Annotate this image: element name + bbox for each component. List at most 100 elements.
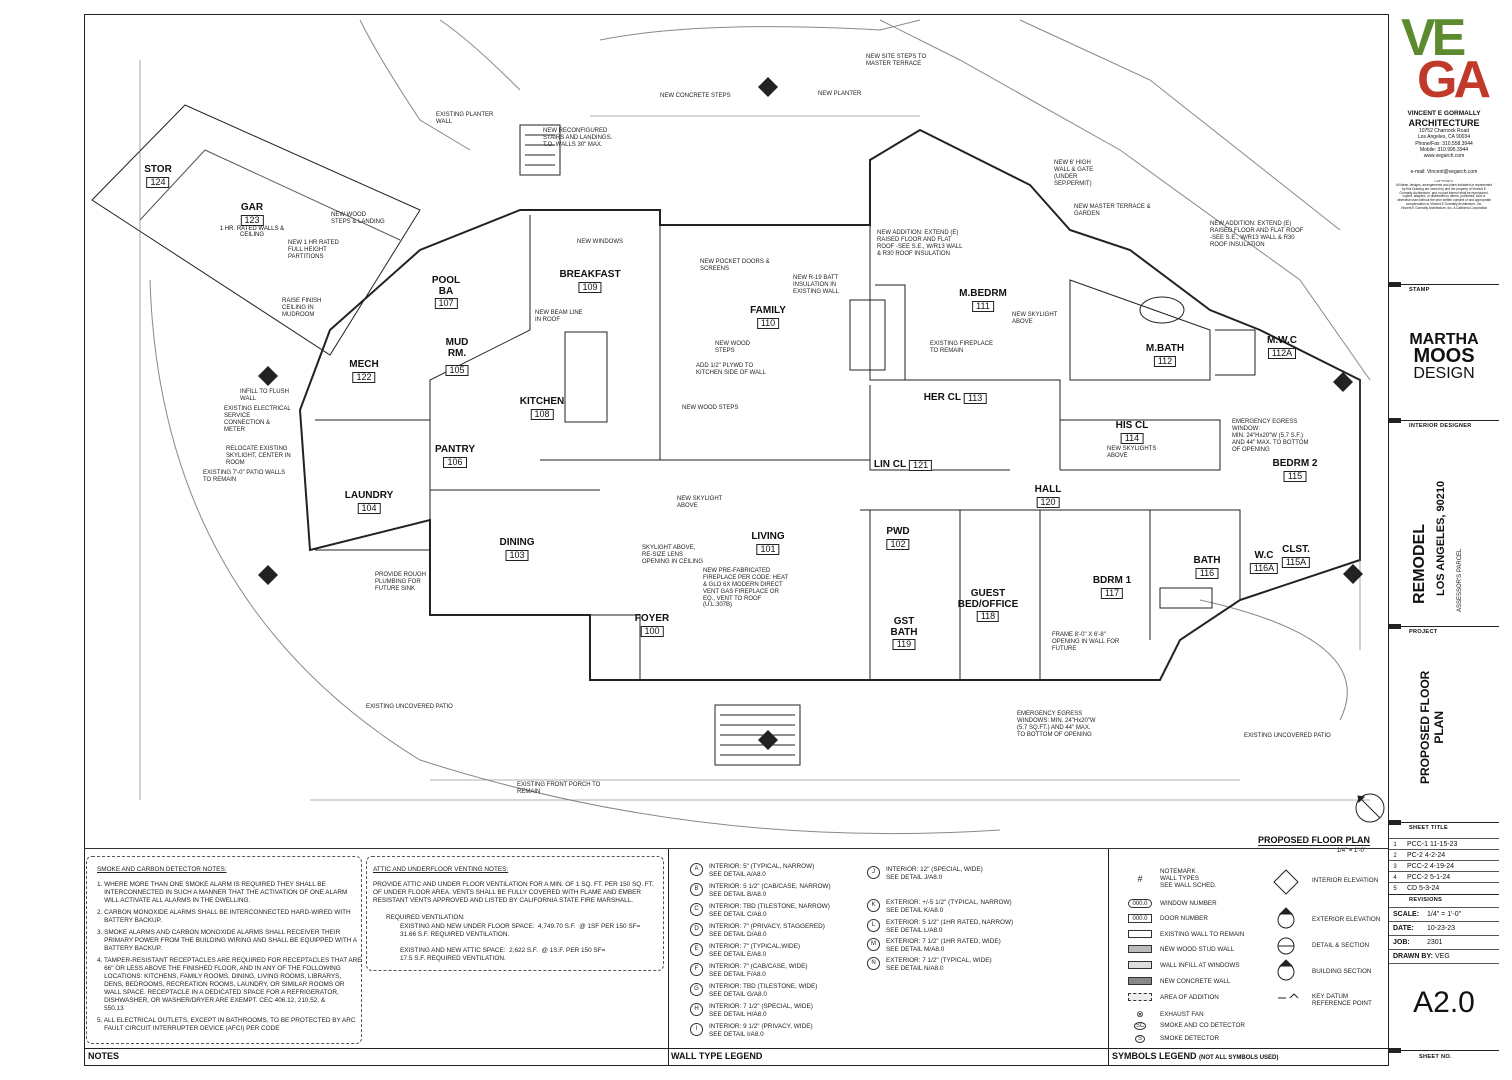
smoke-note-item: 5. ALL ELECTRICAL OUTLETS, EXCEPT IN BAT… [97, 1017, 356, 1032]
note: EXISTING ELECTRICAL SERVICE CONNECTION &… [224, 406, 291, 433]
attic-notes-box [366, 856, 664, 971]
panel-divider [84, 848, 1388, 849]
sheet-number: A2.0 [1413, 986, 1475, 1019]
smoke-co-detector-icon: SC [1133, 1021, 1147, 1030]
plan-scale: 1/4" = 1'-0" [1336, 848, 1366, 854]
logo-bottom-letters: GA [1417, 51, 1491, 109]
attic-notes-required: REQUIRED VENTILATION: [386, 914, 465, 921]
note: NEW RECONFIGURED STAIRS AND LANDINGS. T.… [543, 128, 613, 148]
project-label: PROJECT [1409, 629, 1438, 635]
wall-type-key: A [690, 863, 703, 876]
attic-notes-title: ATTIC AND UNDERFLOOR VENTING NOTES: [373, 866, 509, 873]
symbol-row: NEW CONCRETE WALL [1128, 977, 1230, 985]
note: NEW POCKET DOORS & SCREENS [700, 259, 770, 272]
note: EXISTING 7'-0" PATIO WALLS TO REMAIN [203, 470, 286, 483]
note: EXISTING FRONT PORCH TO REMAIN [517, 782, 601, 795]
note: NEW R-19 BATT INSULATION IN EXISTING WAL… [793, 275, 839, 295]
note: NEW PRE-FABRICATED FIREPLACE PER CODE: H… [703, 568, 789, 609]
sheet-no-label: SHEET NO. [1419, 1054, 1452, 1060]
notes-title: NOTES [88, 1051, 120, 1061]
note: EXISTING UNCOVERED PATIO [1244, 733, 1331, 739]
notes-title-rule [84, 1048, 668, 1049]
symbols-divider [1108, 849, 1109, 1066]
note: FRAME 8'-0" X 6'-8" OPENING IN WALL FOR … [1052, 632, 1120, 652]
symbol-row: KEY DATUM REFERENCE POINT [1312, 993, 1372, 1007]
wall-legend-title: WALL TYPE LEGEND [671, 1051, 763, 1061]
designer-logo: MARTHA MOOS DESIGN [1409, 331, 1479, 383]
note: NEW SKYLIGHT ABOVE [1012, 312, 1058, 325]
attic-notes-attic: EXISTING AND NEW ATTIC SPACE: 2,622 S.F.… [400, 947, 606, 962]
symbol-row: NEW WOOD STUD WALL [1128, 945, 1234, 953]
north-arrow-icon [1355, 793, 1385, 823]
note: NEW SKYLIGHTS ABOVE [1107, 446, 1157, 459]
area-of-addition-swatch-icon [1128, 993, 1152, 1001]
firm-type: ARCHITECTURE [1408, 118, 1480, 128]
smoke-note-item: 4. TAMPER-RESISTANT RECEPTACLES ARE REQU… [97, 957, 362, 1012]
note: SKYLIGHT ABOVE, RE-SIZE LENS OPENING IN … [642, 545, 704, 565]
floor-plan-drawing [91, 19, 1385, 835]
sheet-info: SCALE:1/4" = 1'-0" DATE:10-23-23 JOB:230… [1389, 907, 1499, 964]
legend-divider [668, 849, 669, 1066]
smoke-notes-box [86, 856, 362, 1044]
stamp-tick [1389, 282, 1401, 287]
smoke-notes-list: 1. WHERE MORE THAN ONE SMOKE ALARM IS RE… [97, 881, 362, 1033]
window-number-icon: 000.0 [1128, 899, 1152, 908]
project-tick [1389, 624, 1401, 629]
symbol-row: #NOTEMARK WALL TYPES SEE WALL SCHED. [1128, 868, 1216, 889]
section-markers [258, 77, 1363, 750]
note: NEW ADDITION: EXTEND (E) RAISED FLOOR AN… [877, 230, 963, 257]
smoke-note-item: 1. WHERE MORE THAN ONE SMOKE ALARM IS RE… [97, 881, 348, 904]
note: NEW CONCRETE STEPS [660, 93, 731, 99]
note: NEW MASTER TERRACE & GARDEN [1074, 204, 1151, 217]
attic-notes-underfloor: EXISTING AND NEW UNDER FLOOR SPACE: 4,74… [400, 923, 641, 938]
note: INFILL TO FLUSH WALL [240, 389, 289, 402]
wall-infill-swatch-icon [1128, 961, 1152, 969]
note: EXISTING FIREPLACE TO REMAIN [930, 341, 994, 354]
note: EMERGENCY EGRESS WINDOW: MIN. 24"Hx20"W … [1232, 419, 1309, 453]
symbol-row: INTERIOR ELEVATION [1312, 877, 1379, 884]
plan-title: PROPOSED FLOOR PLAN [1258, 835, 1371, 846]
symbol-row: BUILDING SECTION [1312, 968, 1372, 975]
logo-top-letters: VE [1401, 9, 1466, 67]
symbol-row: AREA OF ADDITION [1128, 993, 1219, 1001]
symbol-row: EXISTING WALL TO REMAIN [1128, 930, 1244, 938]
room-clst: CLST.115A [1281, 544, 1311, 568]
stamp-label: STAMP [1409, 287, 1430, 293]
project-name: REMODEL [1411, 524, 1428, 604]
note: EXISTING UNCOVERED PATIO [366, 704, 453, 710]
key-datum-icon [1278, 993, 1299, 999]
